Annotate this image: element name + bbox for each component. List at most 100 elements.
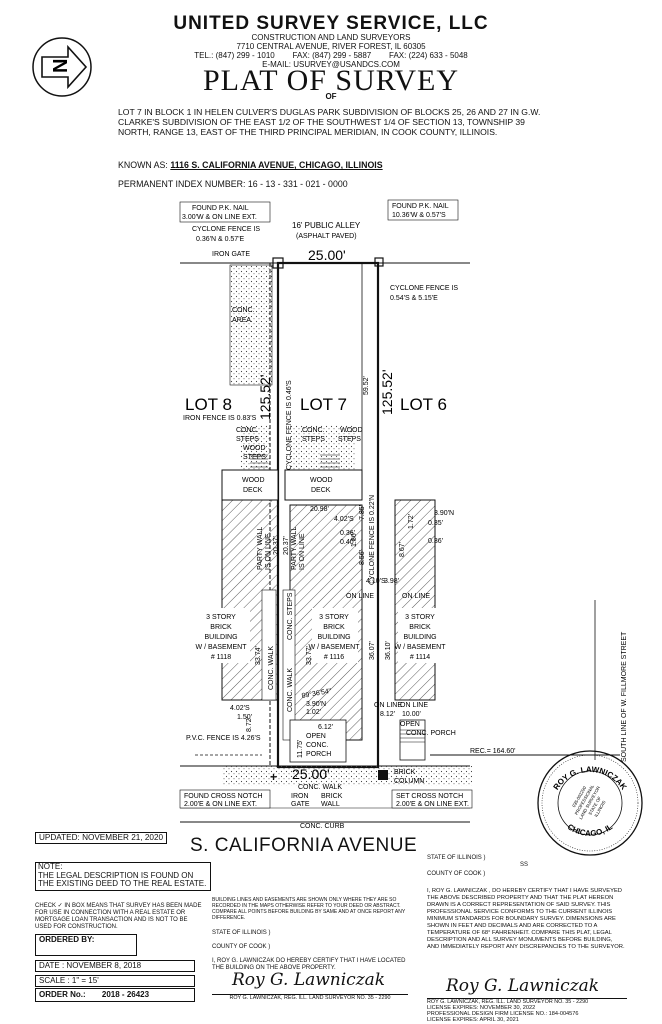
dim-398: 3.98' — [384, 578, 399, 585]
dim-612: 6.12' — [318, 724, 333, 731]
dim-150: 1.50' — [237, 714, 252, 721]
lot-8-label: LOT 8 — [185, 395, 232, 414]
dim-3377: 33.77' — [306, 646, 313, 665]
found-pk-right-1: FOUND P.K. NAIL — [392, 203, 449, 210]
license-2: PROFESSIONAL DESIGN FIRM LICENSE NO.: 18… — [427, 1011, 579, 1017]
dim-812: 8.12' — [380, 711, 395, 718]
bldg-1114-5: # 1114 — [410, 654, 430, 661]
conc-steps-left-2: STEPS — [236, 436, 259, 443]
note-line-1: THE LEGAL DESCRIPTION IS FOUND ON — [38, 870, 194, 880]
alley-paved: (ASPHALT PAVED) — [296, 233, 357, 240]
conc-walk-left: CONC. WALK — [268, 646, 275, 690]
title-of: OF — [325, 92, 337, 101]
bldg-1114-4: W / BASEMENT — [395, 644, 447, 651]
set-cross-2: 2.00'E & ON LINE EXT. — [396, 801, 469, 808]
iron-gate-b-2: GATE — [291, 801, 310, 808]
wood-deck-left — [221, 469, 279, 501]
on-line-d: ON LINE — [400, 702, 428, 709]
bldg-1116-1: 3 STORY — [319, 614, 349, 621]
conc-area-2: AREA — [232, 317, 251, 324]
on-line-b: ON LINE — [402, 593, 430, 600]
set-cross-1: SET CROSS NOTCH — [396, 793, 463, 800]
conc-walk-bottom: CONC. WALK — [298, 784, 342, 791]
party-wall-left-2: IS ON LINE — [265, 533, 272, 570]
dim-102: 1.02' — [306, 709, 321, 716]
note-line-2: THE EXISTING DEED TO THE REAL ESTATE. — [38, 879, 207, 888]
signature-right: Roy G. Lawniczak — [446, 976, 600, 996]
company-name: UNITED SURVEY SERVICE, LLC — [173, 13, 489, 34]
dim-5952: 59.52' — [363, 376, 370, 395]
bldg-1118-5: # 1118 — [211, 654, 231, 661]
conc-area-1: CONC. — [232, 307, 255, 314]
side-right-dim: 125.52' — [379, 370, 395, 416]
wood-steps-left-2: STEPS — [243, 454, 266, 461]
dim-2098: 20.98' — [310, 506, 329, 513]
conc-steps-left-1: CONC. — [236, 427, 259, 434]
dim-402s-b: 4.02'S — [230, 705, 250, 712]
dim-390n-b: 3.90'N — [306, 701, 326, 708]
party-wall-mid-2: IS ON LINE — [299, 533, 306, 570]
dim-410s: 4.10'S — [366, 578, 386, 585]
known-as-address: 1116 S. CALIFORNIA AVENUE, CHICAGO, ILLI… — [170, 160, 383, 170]
survey-drawing: + FOUND P.K. NAIL 3.00'W & ON LINE EXT. … — [179, 199, 628, 830]
lot-6-label: LOT 6 — [400, 395, 447, 414]
dim-402s: 4.02'S — [334, 516, 354, 523]
check-note: CHECK ✓ IN BOX MEANS THAT SURVEY HAS BEE… — [35, 903, 202, 930]
bldg-1116-2: BRICK — [323, 624, 345, 631]
found-cross-1: FOUND CROSS NOTCH — [184, 793, 263, 800]
dim-3607: 36.07' — [369, 641, 376, 660]
dim-172: 1.72' — [408, 514, 415, 529]
on-line-a: ON LINE — [346, 593, 374, 600]
open-porch-mid-1: OPEN — [306, 733, 326, 740]
note-title: NOTE: — [38, 862, 63, 871]
brick-column-2: COLUMN — [394, 778, 424, 785]
rec-label: REC.= 164.60' — [470, 748, 516, 755]
dim-390n: 3.90'N — [434, 510, 454, 517]
alley-label: 16' PUBLIC ALLEY — [292, 221, 361, 230]
iron-gate-label: IRON GATE — [212, 251, 250, 258]
state-right: STATE OF ILLINOIS ) — [427, 855, 486, 861]
wood-deck-left-1: WOOD — [242, 477, 265, 484]
on-line-c: ON LINE — [374, 702, 402, 709]
permanent-index-number: PERMANENT INDEX NUMBER: 16 - 13 - 331 - … — [118, 179, 348, 189]
party-wall-left-1: PARTY WALL — [257, 527, 264, 570]
cyclone-fence-left-2: 0.36'N & 0.57'E — [196, 236, 245, 243]
pvc-fence-label: P.V.C. FENCE IS 4.26'S — [186, 735, 261, 742]
date-box: DATE : NOVEMBER 8, 2018 — [35, 960, 195, 972]
signature-line-left: ROY G. LAWNICZAK, REG. ILL. LAND SURVEYO… — [212, 994, 408, 1001]
cyclone-fence-right-2: 0.54'S & 5.15'E — [390, 295, 438, 302]
certify-survey: I, ROY G. LAWNICZAK , DO HEREBY CERTIFY … — [427, 888, 625, 950]
cyclone-fence-right-1: CYCLONE FENCE IS — [390, 285, 458, 292]
state-mid: STATE OF ILLINOIS ) — [212, 930, 271, 936]
iron-gate-b-1: IRON — [291, 793, 309, 800]
north-letter: N — [50, 59, 72, 73]
bldg-1114-2: BRICK — [409, 624, 431, 631]
cyclone-fence-left-1: CYCLONE FENCE IS — [192, 226, 260, 233]
ss-right: SS — [520, 862, 529, 868]
known-as: KNOWN AS: 1116 S. CALIFORNIA AVENUE, CHI… — [118, 160, 383, 170]
brick-wall-1: BRICK — [321, 793, 343, 800]
dim-867: 8.67' — [399, 542, 406, 557]
brick-wall-2: WALL — [321, 801, 340, 808]
conc-area-left — [229, 264, 273, 386]
bldg-1118-3: BUILDING — [204, 634, 237, 641]
ordered-by-box: ORDERED BY: — [35, 934, 137, 956]
cyclone-fence-022: CYCLONE FENCE IS 0.22'N — [369, 495, 376, 585]
certify-building: I, ROY G. LAWNICZAK DO HEREBY CERTIFY TH… — [212, 958, 406, 971]
dim-035: 0.35' — [428, 520, 443, 527]
dim-3374: 33.74' — [255, 646, 262, 665]
bldg-1118-1: 3 STORY — [206, 614, 236, 621]
bldg-1116-5: # 1116 — [324, 654, 344, 661]
bldg-1114-1: 3 STORY — [405, 614, 435, 621]
order-number-label: ORDER No.: — [39, 990, 86, 999]
order-number-box: ORDER No.: 2018 - 26423 — [35, 988, 195, 1002]
svg-text:CHICAGO, IL: CHICAGO, IL — [566, 822, 615, 838]
county-right: COUNTY OF COOK ) — [427, 871, 486, 877]
wood-deck-left-2: DECK — [243, 487, 263, 494]
date-label: DATE : NOVEMBER 8, 2018 — [39, 961, 142, 970]
found-pk-left-2: 3.00'W & ON LINE EXT. — [182, 214, 257, 221]
dim-1175: 11.75' — [297, 740, 304, 758]
iron-fence-label: IRON FENCE IS 0.83'S — [183, 415, 257, 422]
brick-column-1: BRICK — [394, 769, 416, 776]
scale-label: SCALE : 1" = 15' — [39, 976, 99, 985]
